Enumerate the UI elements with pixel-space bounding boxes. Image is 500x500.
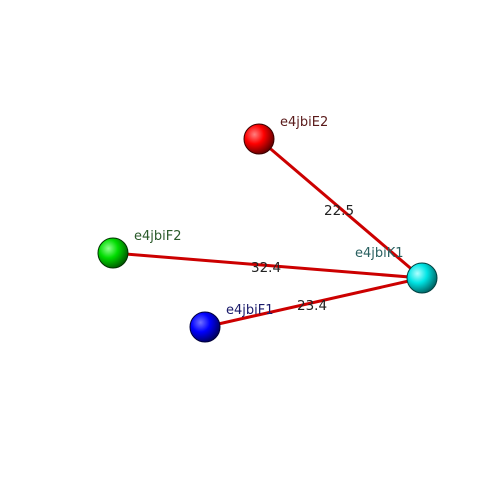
node-e4jbiK1[interactable]: [406, 262, 438, 294]
edge-e4jbiF1-e4jbiK1: [204, 276, 423, 329]
edge-e4jbiF2-e4jbiK1: [112, 251, 423, 280]
node-label-e4jbiK1: e4jbiK1: [355, 246, 404, 261]
node-e4jbiF2[interactable]: [97, 237, 129, 269]
node-e4jbiE2[interactable]: [243, 123, 275, 155]
edge-label-e4jbiE2-e4jbiK1: 22.5: [324, 203, 354, 219]
node-label-e4jbiF1: e4jbiF1: [226, 303, 274, 318]
node-label-e4jbiF2: e4jbiF2: [134, 229, 182, 244]
node-label-e4jbiE2: e4jbiE2: [280, 115, 328, 130]
edge-e4jbiE2-e4jbiK1: [258, 137, 423, 280]
node-e4jbiF1[interactable]: [189, 311, 221, 343]
edge-label-e4jbiF2-e4jbiK1: 32.4: [251, 260, 281, 276]
edge-label-e4jbiF1-e4jbiK1: 23.4: [297, 298, 327, 314]
